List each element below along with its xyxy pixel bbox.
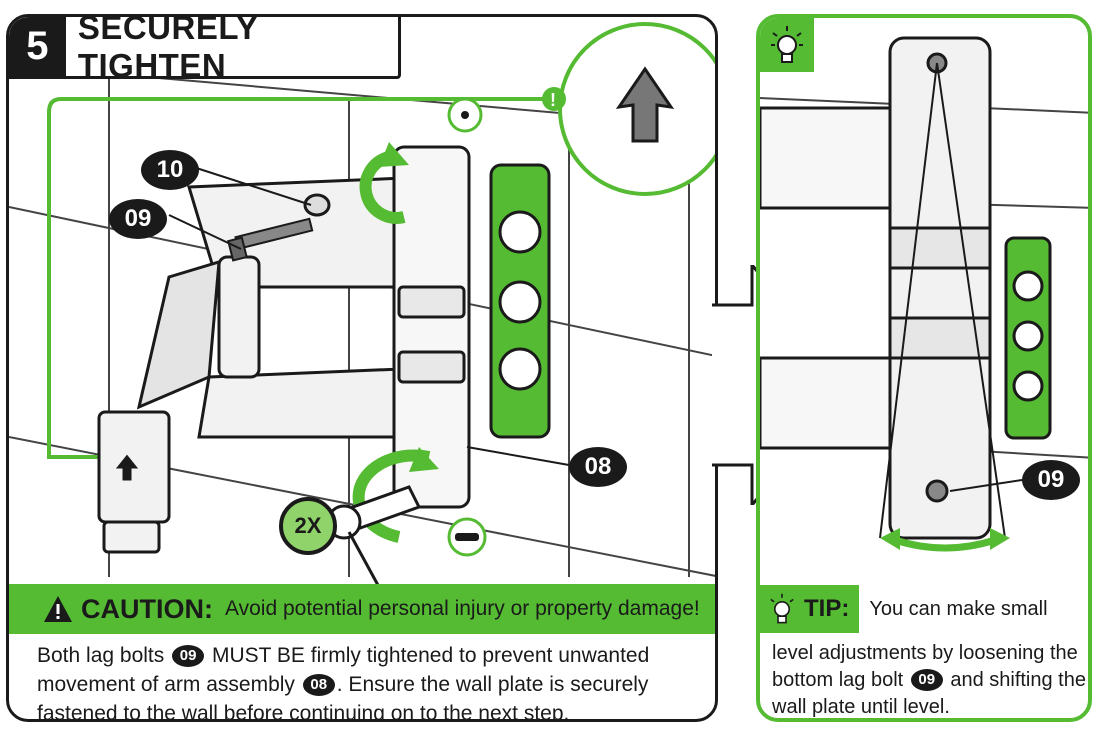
hole-dot (461, 111, 469, 119)
caution-body-ref1: 09 (172, 644, 205, 667)
caution-label: CAUTION: (81, 593, 213, 624)
rotate-arrowhead-bottom (409, 447, 439, 472)
tip-bubble-level (1004, 236, 1052, 440)
tip-body: level adjustments by loosening the botto… (772, 640, 1088, 718)
svg-text:!: ! (550, 90, 556, 110)
caution-body-pre: Both lag bolts (37, 644, 165, 667)
callout-bolt: 09 (109, 199, 167, 239)
tip-label: TIP: (804, 595, 850, 622)
callout-washer: 10 (141, 150, 199, 190)
callout-arm: 08 (569, 447, 627, 487)
caution-body-post: . Ensure the wall plate is securely fast… (37, 673, 649, 722)
washer (303, 193, 331, 217)
lag-bolt (227, 217, 314, 262)
magnifier-pin (542, 87, 566, 111)
callout-tip-bolt: 09 (1022, 460, 1080, 500)
tip-illustration (760, 36, 1088, 552)
rotate-arrowhead-top (379, 142, 409, 167)
wall-plate (392, 145, 471, 509)
tip-leader-line (949, 479, 1023, 492)
tip-body-ref: 09 (910, 668, 943, 691)
tip-body-pre: level adjustments by loosening the botto… (772, 642, 1078, 691)
wrench (326, 485, 422, 588)
caution-text: Avoid potential personal injury or prope… (224, 597, 700, 620)
pivot-lines (879, 62, 1006, 539)
step-header: 5 SECURELY TIGHTEN (9, 14, 401, 84)
tip-label-box: TIP: (760, 585, 860, 633)
bottom-bolt (925, 479, 949, 503)
tip-bar: TIP: You can make small (760, 585, 1088, 633)
multiplier-badge: 2X (279, 497, 337, 555)
caution-body-ref2: 08 (302, 673, 335, 696)
warning-icon (44, 596, 72, 622)
lightbulb-icon (770, 593, 794, 624)
lightbulb-icon (771, 26, 803, 63)
mounting-illustration: ! (9, 22, 715, 588)
leader-lines (168, 164, 570, 466)
step-title: SECURELY TIGHTEN (77, 14, 258, 84)
arrow-up-icon (615, 66, 675, 143)
step-number: 5 (9, 17, 66, 76)
slot-shape (455, 533, 479, 541)
tip-corner-badge (760, 18, 814, 72)
tip-body-post: and shifting the wall plate until level. (772, 669, 1086, 718)
caution-bar: CAUTION: Avoid potential personal injury… (9, 584, 715, 634)
caution-body-mid: MUST BE firmly tightened to prevent unwa… (37, 644, 650, 696)
tip-line1: You can make small (869, 597, 1048, 620)
guide-line (47, 97, 554, 459)
main-step-panel: ! (6, 14, 718, 722)
rotate-arrow-icon (352, 151, 431, 543)
tv-bracket (97, 410, 171, 554)
tip-wall-plate (760, 36, 992, 540)
caution-body: Both lag bolts 09 MUST BE firmly tighten… (37, 641, 707, 722)
bubble-level (489, 163, 551, 439)
swing-arrow (880, 528, 1010, 552)
tip-panel: 09 TIP: You can make small level adjustm… (756, 14, 1092, 722)
